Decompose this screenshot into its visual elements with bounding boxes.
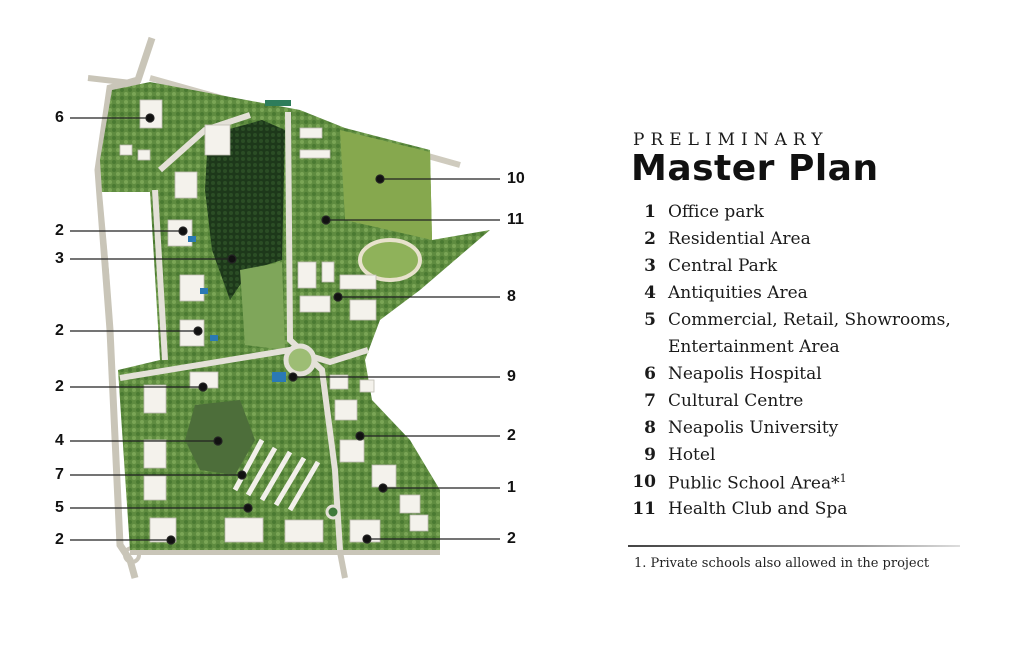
map-callout-number: 11	[507, 211, 524, 228]
legend-number: 6	[644, 364, 656, 384]
pools	[188, 236, 286, 382]
map-callout-number: 2	[507, 530, 516, 547]
legend-label: Neapolis University	[668, 418, 839, 438]
legend-number: 10	[632, 472, 656, 492]
legend-number: 11	[632, 499, 656, 519]
legend-item: 1 Office park	[628, 202, 1008, 229]
legend-item: 6 Neapolis Hospital	[628, 364, 1008, 391]
undeveloped-plot	[102, 192, 160, 368]
map-callout-number: 2	[55, 531, 64, 548]
central-park-forest	[205, 120, 285, 300]
map-callout-number: 2	[507, 427, 516, 444]
commercial-strips	[232, 438, 321, 512]
legend-label: Public School Area	[668, 473, 832, 494]
map-callout-number: 2	[55, 378, 64, 395]
legend-label: Neapolis Hospital	[668, 364, 822, 384]
legend-label: Antiquities Area	[668, 283, 808, 303]
legend-label: Central Park	[668, 256, 778, 276]
map-callout-number: 2	[55, 322, 64, 339]
public-school-field	[340, 130, 432, 240]
legend-number: 5	[644, 310, 656, 330]
legend-item: 8 Neapolis University	[628, 418, 1008, 445]
legend-item: 5 Commercial, Retail, Showrooms,	[628, 310, 1008, 337]
leader-lines	[70, 113, 500, 545]
legend-number: 7	[644, 391, 656, 411]
map-callout-number: 2	[55, 222, 64, 239]
south-roundabout	[325, 504, 341, 520]
legend-label: Office park	[668, 202, 764, 222]
legend: 1 Office park 2 Residential Area 3 Central …	[628, 202, 1008, 526]
legend-number: 1	[644, 202, 656, 222]
master-plan-map	[70, 36, 500, 579]
footnote-marker: *	[831, 473, 840, 494]
legend-number: 8	[644, 418, 656, 438]
map-callout-number: 3	[55, 250, 64, 267]
legend-label: Commercial, Retail, Showrooms,	[668, 310, 951, 330]
page-title: Master Plan	[631, 148, 879, 189]
buildings	[119, 99, 429, 543]
legend-item-continued: Entertainment Area	[628, 337, 1008, 364]
map-callout-number: 6	[55, 109, 64, 126]
legend-item: 11 Health Club and Spa	[628, 499, 1008, 526]
map-callout-number: 1	[507, 479, 516, 496]
central-park-meadow	[240, 262, 285, 350]
legend-number: 3	[644, 256, 656, 276]
sports-track	[358, 238, 422, 282]
legend-label: Cultural Centre	[668, 391, 804, 411]
footnote: 1. Private schools also allowed in the p…	[634, 556, 930, 571]
footnote-divider	[628, 545, 960, 547]
legend-label: Residential Area	[668, 229, 811, 249]
legend-item: 3 Central Park	[628, 256, 1008, 283]
legend-item: 4 Antiquities Area	[628, 283, 1008, 310]
legend-number: 2	[644, 229, 656, 249]
legend-item: 9 Hotel	[628, 445, 1008, 472]
legend-item: 10 Public School Area*1	[628, 472, 1008, 499]
legend-number: 9	[644, 445, 656, 465]
legend-item: 2 Residential Area	[628, 229, 1008, 256]
north-gate	[265, 100, 291, 106]
legend-item: 7 Cultural Centre	[628, 391, 1008, 418]
title-preliminary: PRELIMINARY	[633, 130, 829, 150]
legend-label: Health Club and Spa	[668, 499, 848, 519]
legend-label: Entertainment Area	[668, 337, 840, 357]
map-callout-number: 5	[55, 499, 64, 516]
legend-label: Hotel	[668, 445, 716, 465]
central-roundabout	[283, 343, 317, 377]
map-callout-number: 8	[507, 288, 516, 305]
legend-number: 4	[644, 283, 656, 303]
legend-label-with-footnote: Public School Area*1	[668, 472, 847, 494]
map-callout-number: 7	[55, 466, 64, 483]
map-callout-number: 10	[507, 170, 525, 187]
map-callout-number: 4	[55, 432, 64, 449]
footnote-superscript: 1	[839, 472, 847, 485]
map-callout-number: 9	[507, 368, 516, 385]
